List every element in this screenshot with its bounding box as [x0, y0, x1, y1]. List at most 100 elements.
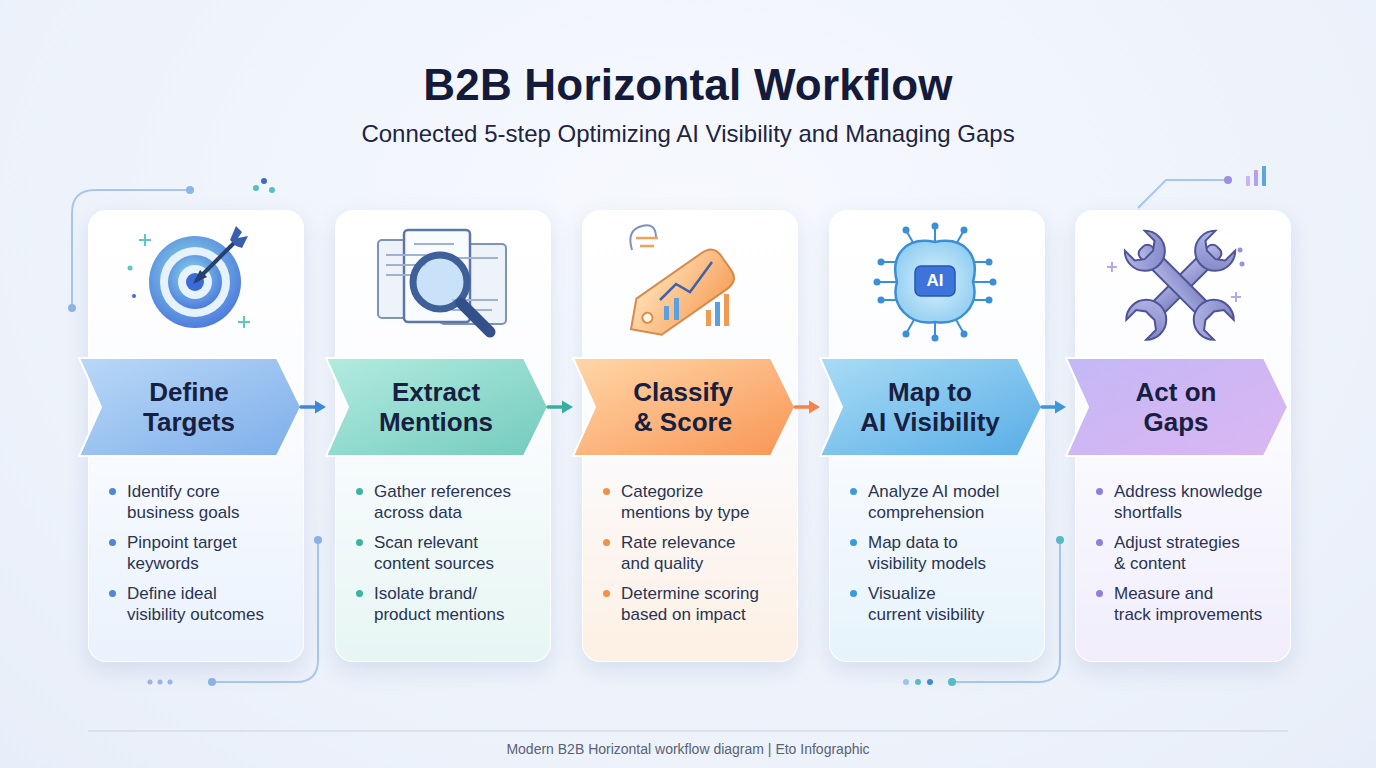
decor-dot — [148, 680, 153, 685]
bullet-item: Isolate brand/ product mentions — [356, 583, 541, 625]
step-card: Categorize mentions by typeRate relevanc… — [582, 210, 798, 662]
arrow-head — [315, 401, 326, 414]
bullet-text: Pinpoint target keywords — [127, 532, 277, 574]
decor-dot — [1056, 536, 1064, 544]
step-heading: Define Targets — [114, 377, 264, 437]
step-card: Address knowledge shortfallsAdjust strat… — [1075, 210, 1291, 662]
subtitle: Connected 5-step Optimizing AI Visibilit… — [0, 120, 1376, 148]
bullet-item: Visualize current visibility — [850, 583, 1035, 625]
bullet-list: Identify core business goalsPinpoint tar… — [109, 481, 294, 634]
flow-arrow — [795, 401, 820, 414]
mini-bar — [1254, 170, 1258, 186]
mini-bar — [1246, 176, 1250, 186]
chevron-outline — [820, 358, 1042, 456]
bullet-dot — [109, 590, 116, 597]
decor-dot — [208, 678, 216, 686]
step-chevron: Define Targets — [79, 358, 301, 456]
bullet-item: Scan relevant content sources — [356, 532, 541, 574]
decor-dot — [68, 304, 76, 312]
bullet-text: Measure and track improvements — [1114, 583, 1264, 625]
bullet-item: Gather references across data — [356, 481, 541, 523]
bullet-dot — [109, 539, 116, 546]
bullet-item: Define ideal visibility outcomes — [109, 583, 294, 625]
bullet-text: Gather references across data — [374, 481, 524, 523]
decor-wire — [1138, 180, 1228, 208]
chevron-outline — [573, 358, 795, 456]
decor-dot — [948, 678, 956, 686]
chevron-text-wrap: Extract Mentions — [348, 358, 524, 456]
decor-wires — [72, 180, 1228, 682]
footer-rule — [88, 731, 1288, 732]
bullet-item: Adjust strategies & content — [1096, 532, 1281, 574]
bullet-dot — [109, 488, 116, 495]
step-card: Gather references across dataScan releva… — [335, 210, 551, 662]
bullet-dot — [356, 539, 363, 546]
decor-dot — [1224, 176, 1232, 184]
bullet-list: Categorize mentions by typeRate relevanc… — [603, 481, 788, 634]
bullet-dot — [1096, 590, 1103, 597]
flow-arrow — [1042, 401, 1066, 414]
decor-dot — [927, 679, 933, 685]
diagram-caption: Modern B2B Horizontal workflow diagram |… — [0, 741, 1376, 757]
bullet-text: Scan relevant content sources — [374, 532, 524, 574]
bullet-text: Isolate brand/ product mentions — [374, 583, 524, 625]
mini-bar — [1262, 166, 1266, 186]
step-heading: Map to AI Visibility — [855, 377, 1005, 437]
bullet-list: Address knowledge shortfallsAdjust strat… — [1096, 481, 1281, 634]
decor-dot — [186, 186, 194, 194]
step-heading: Classify & Score — [608, 377, 758, 437]
chevron-outline — [326, 358, 548, 456]
bullet-item: Categorize mentions by type — [603, 481, 788, 523]
bullet-dot — [356, 590, 363, 597]
decor-dot — [261, 178, 267, 184]
bullet-list: Analyze AI model comprehensionMap data t… — [850, 481, 1035, 634]
step-chevron: Extract Mentions — [326, 358, 548, 456]
decor-dot — [168, 680, 173, 685]
bullet-text: Rate relevance and quality — [621, 532, 771, 574]
bullet-dot — [603, 539, 610, 546]
chevron-outline — [79, 358, 301, 456]
bullet-dot — [356, 488, 363, 495]
bullet-list: Gather references across dataScan releva… — [356, 481, 541, 634]
diagram-title: B2B Horizontal Workflow — [0, 60, 1376, 110]
bullet-dot — [603, 488, 610, 495]
bullet-item: Map data to visibility models — [850, 532, 1035, 574]
bullet-text: Address knowledge shortfalls — [1114, 481, 1264, 523]
decor-dots — [68, 176, 1232, 686]
step-heading: Extract Mentions — [361, 377, 511, 437]
bullet-text: Analyze AI model comprehension — [868, 481, 1018, 523]
bullet-item: Address knowledge shortfalls — [1096, 481, 1281, 523]
arrow-head — [809, 401, 820, 414]
step-chevron: Act on Gaps — [1066, 358, 1288, 456]
bullet-item: Identify core business goals — [109, 481, 294, 523]
arrow-head — [562, 401, 573, 414]
chevron-text-wrap: Act on Gaps — [1088, 358, 1264, 456]
decor-dot — [269, 187, 275, 193]
bullet-dot — [850, 590, 857, 597]
bullet-item: Measure and track improvements — [1096, 583, 1281, 625]
bullet-dot — [850, 539, 857, 546]
step-chevron: Map to AI Visibility — [820, 358, 1042, 456]
arrow-head — [1055, 401, 1066, 414]
decor-mini-chart — [1246, 166, 1266, 186]
bullet-text: Identify core business goals — [127, 481, 277, 523]
bullet-text: Adjust strategies & content — [1114, 532, 1264, 574]
bullet-item: Determine scoring based on impact — [603, 583, 788, 625]
bullet-text: Categorize mentions by type — [621, 481, 771, 523]
step-card: Identify core business goalsPinpoint tar… — [88, 210, 304, 662]
decor-dot — [158, 680, 163, 685]
bullet-dot — [1096, 488, 1103, 495]
bullet-dot — [1096, 539, 1103, 546]
chevron-text-wrap: Map to AI Visibility — [842, 358, 1018, 456]
chevron-text-wrap: Define Targets — [101, 358, 277, 456]
step-chevron: Classify & Score — [573, 358, 795, 456]
step-heading: Act on Gaps — [1101, 377, 1251, 437]
chevron-text-wrap: Classify & Score — [595, 358, 771, 456]
flow-arrow — [548, 401, 573, 414]
bullet-dot — [603, 590, 610, 597]
bullet-item: Analyze AI model comprehension — [850, 481, 1035, 523]
bullet-text: Map data to visibility models — [868, 532, 1018, 574]
flow-arrow — [301, 401, 326, 414]
decor-dot — [314, 536, 322, 544]
